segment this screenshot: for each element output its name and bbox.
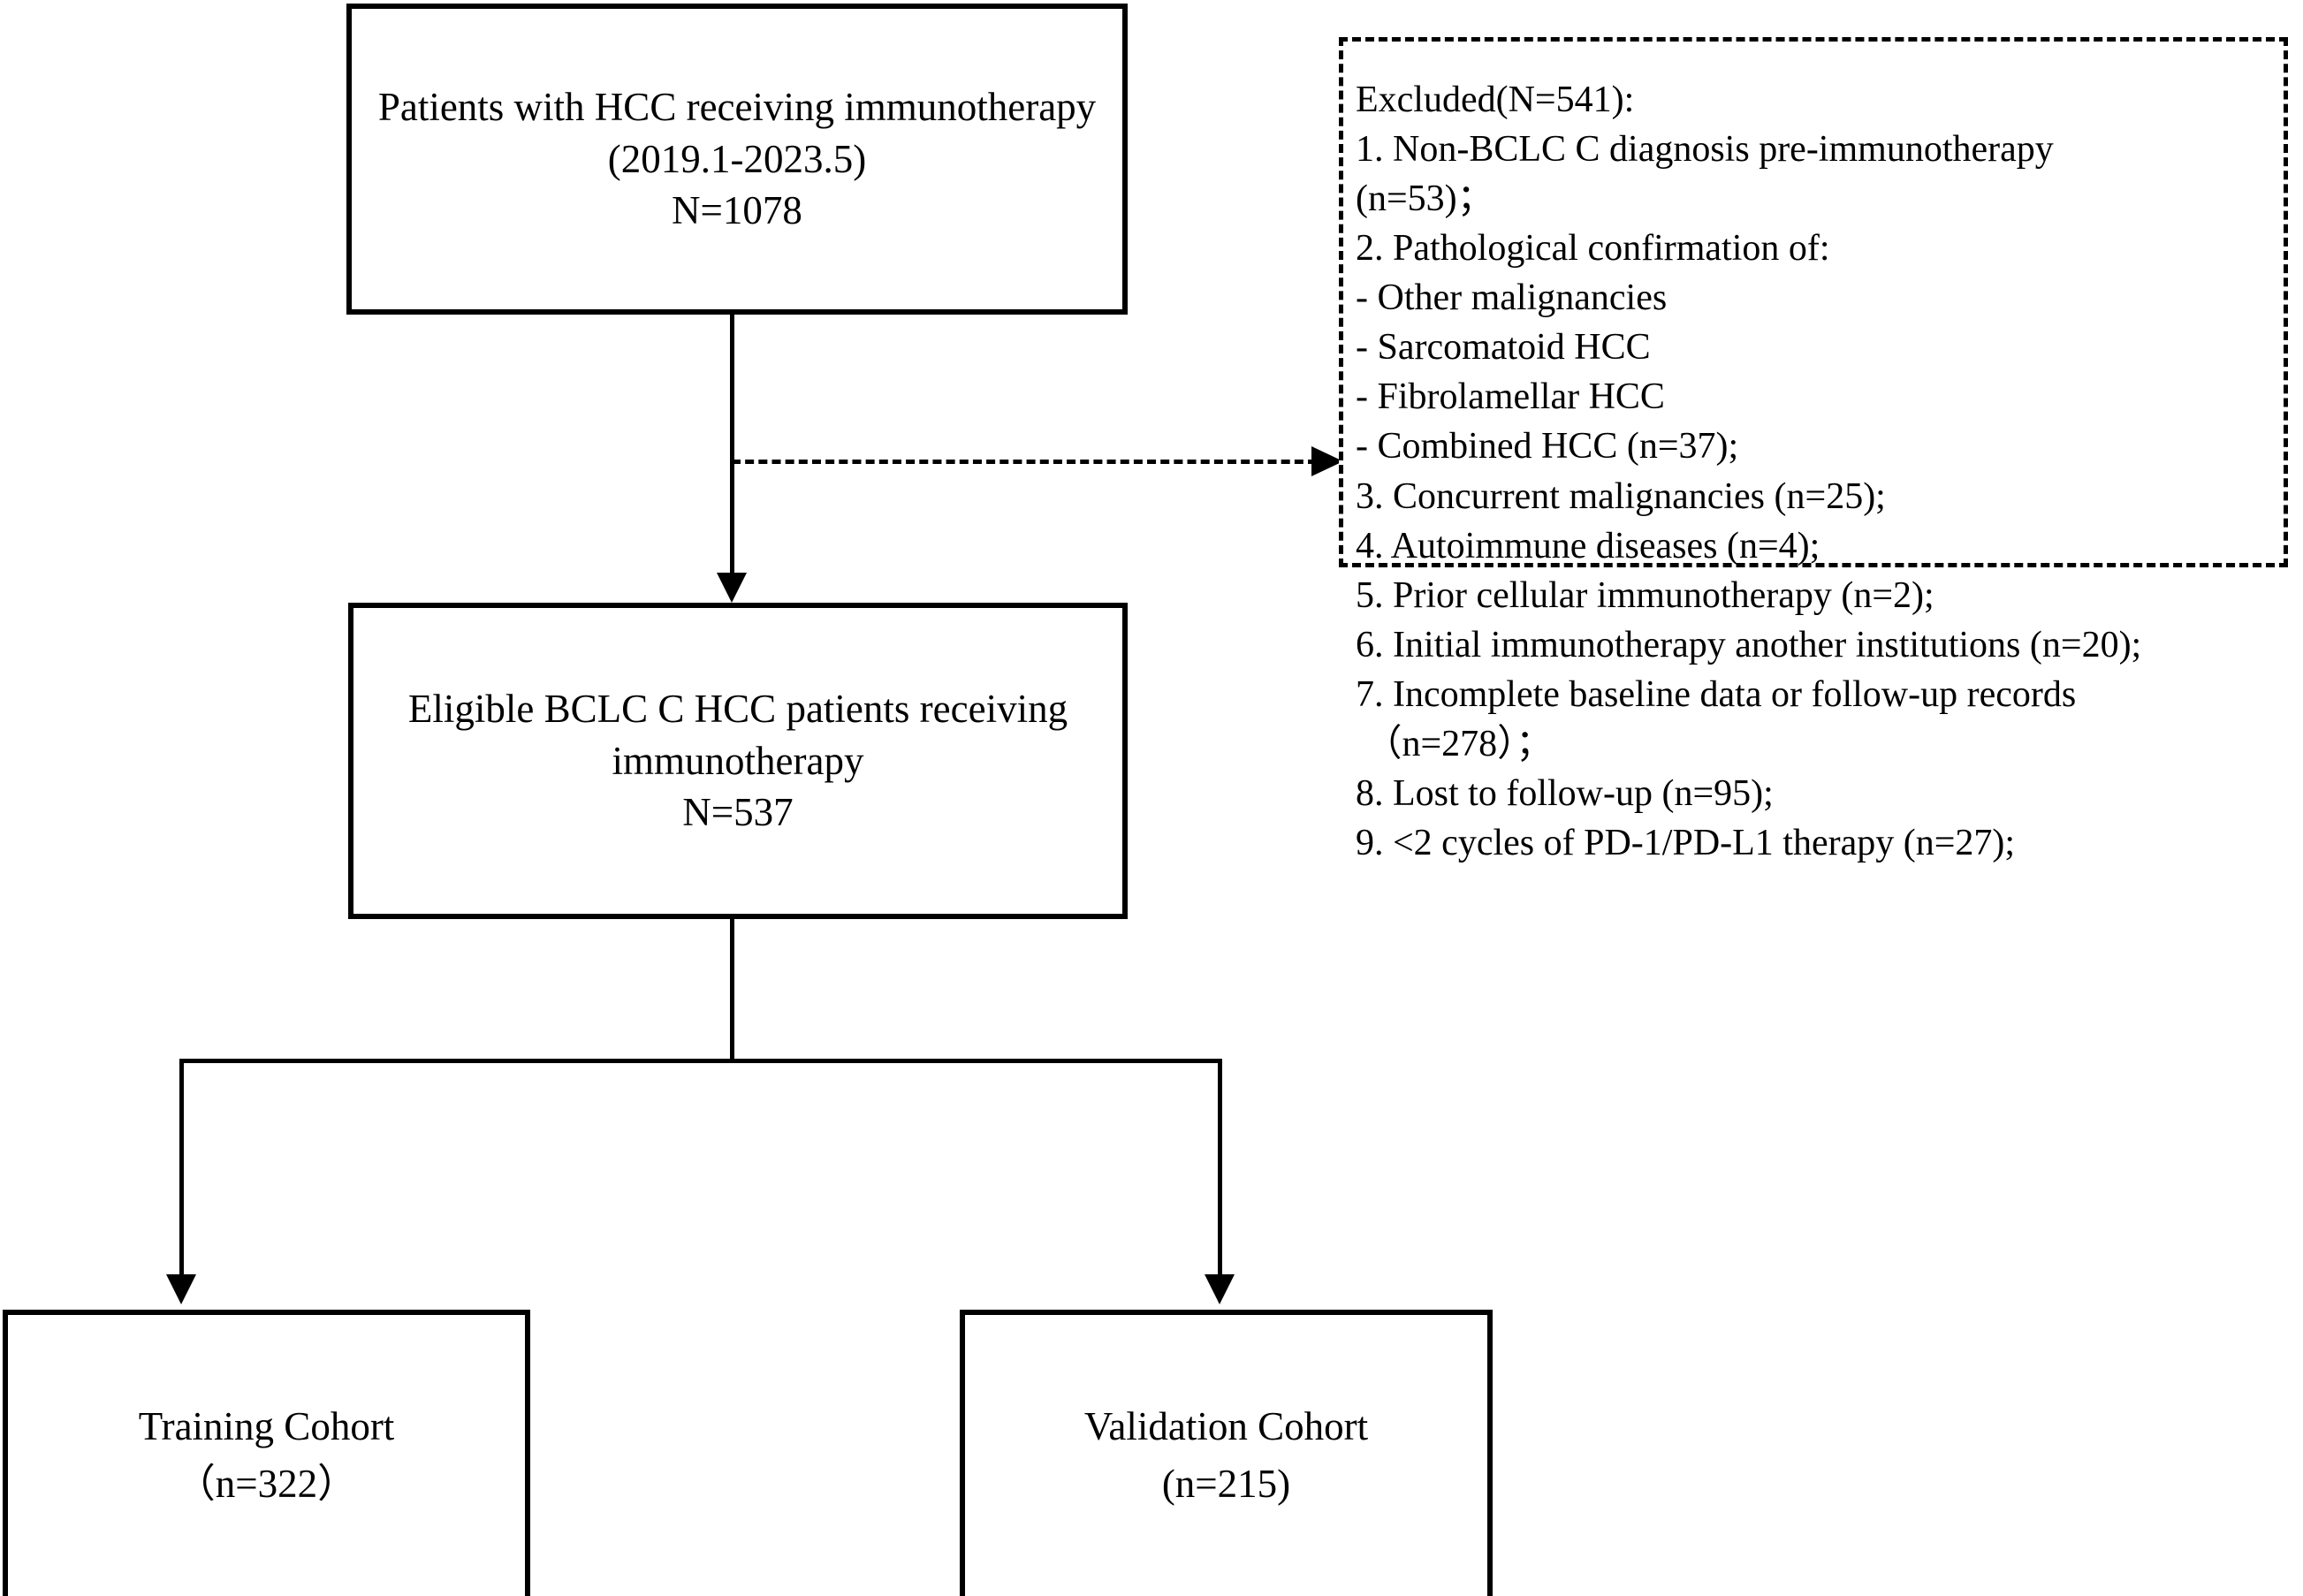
exclusion-criteria-list: Excluded(N=541): 1. Non-BCLC C diagnosis…: [1356, 75, 2273, 868]
node-screened-patients: Patients with HCC receiving immunotherap…: [346, 4, 1128, 315]
exclusion-item: （n=278）；: [1356, 723, 1554, 764]
exclusion-item: - Combined HCC (n=37);: [1356, 426, 1739, 467]
connector-exclusion-dashed: [732, 460, 1317, 464]
connector-to-training: [179, 1059, 184, 1278]
exclusion-item: - Other malignancies: [1356, 277, 1668, 319]
node-exclusion-criteria: Excluded(N=541): 1. Non-BCLC C diagnosis…: [1339, 37, 2288, 863]
connector-to-validation: [1218, 1059, 1222, 1278]
exclusion-item: 9. <2 cycles of PD-1/PD-L1 therapy (n=27…: [1356, 822, 2016, 863]
exclusion-item: 1. Non-BCLC C diagnosis pre-immunotherap…: [1356, 129, 2054, 171]
exclusion-item: 7. Incomplete baseline data or follow-up…: [1356, 673, 2077, 715]
arrowhead-to-training: [166, 1274, 196, 1304]
connector-top-to-eligible: [730, 315, 734, 576]
exclusion-heading: Excluded(N=541):: [1356, 80, 1635, 120]
exclusion-item: - Fibrolamellar HCC: [1356, 376, 1665, 418]
exclusion-item: 4. Autoimmune diseases (n=4);: [1356, 525, 1820, 566]
node-validation-cohort: Validation Cohort (n=215): [960, 1310, 1493, 1596]
connector-split-bar: [179, 1059, 1222, 1063]
node-training-cohort: Training Cohort （n=322）: [3, 1310, 530, 1596]
node-validation-cohort-label: Validation Cohort (n=215): [1083, 1403, 1369, 1506]
exclusion-item: 8. Lost to follow-up (n=95);: [1356, 772, 1774, 814]
arrowhead-exclusion: [1311, 446, 1343, 476]
exclusion-item: 5. Prior cellular immunotherapy (n=2);: [1356, 574, 1934, 616]
exclusion-item: - Sarcomatoid HCC: [1356, 327, 1651, 369]
node-training-cohort-label: Training Cohort （n=322）: [138, 1403, 395, 1506]
node-screened-patients-label: Patients with HCC receiving immunotherap…: [377, 85, 1097, 233]
exclusion-item: (n=53)；: [1356, 179, 1494, 220]
exclusion-item: 3. Concurrent malignancies (n=25);: [1356, 475, 1886, 517]
arrowhead-to-validation: [1205, 1274, 1235, 1304]
exclusion-item: 2. Pathological confirmation of:: [1356, 228, 1830, 270]
node-eligible-patients-label: Eligible BCLC C HCC patients receiving i…: [407, 687, 1068, 835]
connector-eligible-stem: [730, 919, 734, 1063]
exclusion-item: 6. Initial immunotherapy another institu…: [1356, 624, 2142, 665]
node-eligible-patients: Eligible BCLC C HCC patients receiving i…: [348, 603, 1128, 919]
arrowhead-top-to-eligible: [717, 573, 747, 603]
